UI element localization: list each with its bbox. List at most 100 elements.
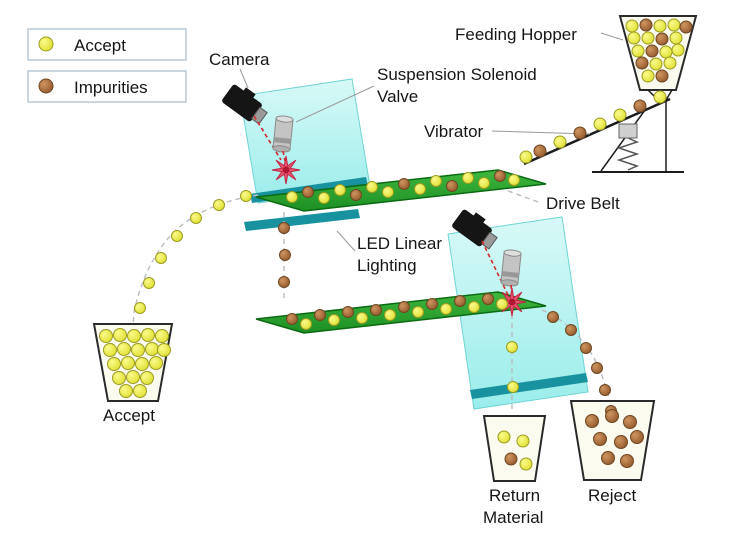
impurity-ball <box>633 99 647 113</box>
return-drop-balls <box>506 341 519 393</box>
impurity-ball <box>580 342 592 354</box>
reject-bin-balls <box>585 409 644 468</box>
accept-bin-balls <box>99 328 171 398</box>
accept-ball <box>663 56 677 70</box>
camera-2 <box>452 209 498 250</box>
accept-ball <box>497 430 511 444</box>
belt-1-balls <box>286 170 520 204</box>
impurity-drop-balls <box>278 222 291 288</box>
accept-ball <box>440 303 452 315</box>
accept-ball <box>141 328 155 342</box>
accept-ball <box>641 69 655 83</box>
accept-ball <box>384 309 396 321</box>
accept-ball <box>112 371 126 385</box>
legend: Accept Impurities <box>27 28 187 103</box>
impurity-ball <box>398 178 410 190</box>
impurity-ball <box>565 324 577 336</box>
impurity-ball <box>426 298 438 310</box>
accept-ball <box>519 457 533 471</box>
impurity-ball <box>342 306 354 318</box>
impurity-ball <box>350 189 362 201</box>
accept-ball <box>117 342 131 356</box>
accept-ball <box>412 306 424 318</box>
impurity-ball <box>593 432 607 446</box>
accept-ball <box>143 277 155 289</box>
accept-ball <box>113 328 127 342</box>
accept-ball <box>593 117 607 131</box>
accept-ball <box>133 384 147 398</box>
led-bar-lower <box>244 209 360 231</box>
accept-ball <box>240 190 252 202</box>
accept-ball <box>127 329 141 343</box>
ejector-burst-1 <box>271 155 301 185</box>
accept-ball <box>318 192 330 204</box>
impurity-ball <box>655 32 669 46</box>
impurity-ball <box>620 454 634 468</box>
impurity-ball <box>639 18 653 32</box>
suspension-solenoid-valve-label-line1: Suspension Solenoid <box>377 65 537 84</box>
vibrator-spring <box>616 137 640 171</box>
chute-balls <box>519 90 667 164</box>
accept-ball <box>508 174 520 186</box>
impurity-ball <box>504 452 518 466</box>
accept-ball <box>430 175 442 187</box>
solenoid-valve-1 <box>272 115 294 153</box>
accept-ball <box>649 57 663 71</box>
accept-ball <box>135 357 149 371</box>
accept-ball <box>149 356 163 370</box>
feeding-hopper-label: Feeding Hopper <box>455 25 577 44</box>
camera-leader-line <box>239 68 249 89</box>
accept-ball <box>627 31 641 45</box>
accept-ball <box>119 384 133 398</box>
return-bin <box>482 415 547 482</box>
impurity-ball <box>645 44 659 58</box>
accept-ball <box>659 45 673 59</box>
accept-ball <box>468 301 480 313</box>
accept-ball <box>553 135 567 149</box>
drive-belt-leader-line <box>507 190 542 204</box>
valve-1-jet <box>282 150 286 162</box>
accept-bin-label: Accept <box>103 406 155 425</box>
led-bar-right <box>470 373 588 399</box>
led-linear-lighting-label-line2: Lighting <box>357 256 417 275</box>
reject-bin-label: Reject <box>588 486 636 505</box>
accept-ball <box>190 212 202 224</box>
impurity-ball <box>279 249 291 261</box>
impurity-ball-icon <box>38 78 54 94</box>
accept-ball <box>496 298 508 310</box>
accept-ball <box>103 343 117 357</box>
accept-ball <box>516 434 530 448</box>
reject-arc-balls <box>547 311 617 417</box>
accept-ball <box>671 43 685 57</box>
suspension-solenoid-valve-label-line2: Valve <box>377 87 418 106</box>
led-lighting-leader-line <box>336 230 356 252</box>
accept-ball <box>506 341 518 353</box>
impurity-ball <box>573 126 587 140</box>
accept-ball <box>121 356 135 370</box>
accept-ball <box>134 302 146 314</box>
legend-impurities-label: Impurities <box>74 78 148 97</box>
impurity-ball <box>601 451 615 465</box>
accept-ball <box>631 44 645 58</box>
impurity-ball <box>533 144 547 158</box>
led-panel-right <box>447 216 589 410</box>
accept-arc-balls <box>134 190 252 314</box>
impurity-ball <box>286 313 298 325</box>
accept-ball <box>641 31 655 45</box>
impurity-ball <box>599 384 611 396</box>
impurity-ball <box>605 409 619 423</box>
accept-ball <box>462 172 474 184</box>
accept-ball <box>300 318 312 330</box>
accept-ball <box>213 199 225 211</box>
accept-ball <box>667 18 681 32</box>
legend-item-impurities: Impurities <box>27 70 187 103</box>
impurity-ball <box>314 309 326 321</box>
return-material-label-line1: Return <box>489 486 540 505</box>
legend-item-accept: Accept <box>27 28 187 61</box>
legend-accept-label: Accept <box>74 36 126 55</box>
accept-ball <box>414 183 426 195</box>
vibrator-chute <box>523 97 671 166</box>
impurity-ball <box>585 414 599 428</box>
